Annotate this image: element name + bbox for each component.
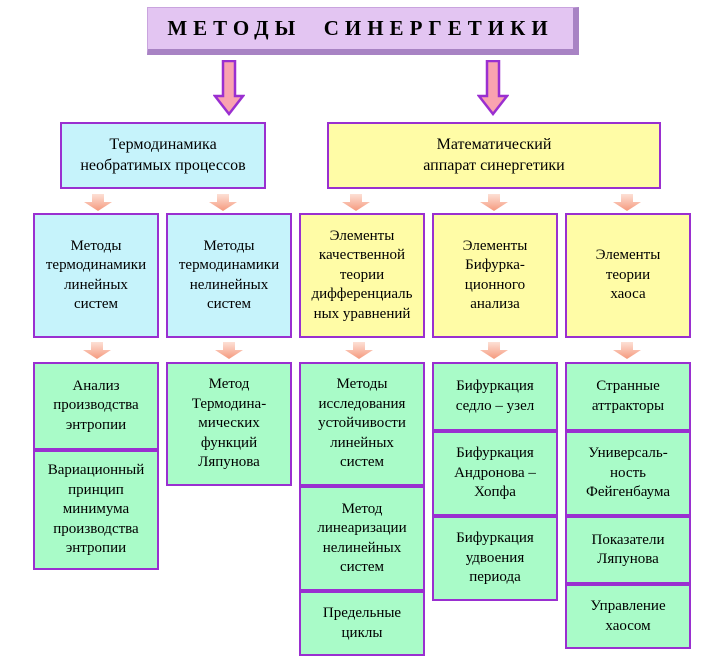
saddle-node-bifurcation-box: Бифуркация седло – узел xyxy=(432,362,558,431)
diagram-title: МЕТОДЫ СИНЕРГЕТИКИ xyxy=(147,7,579,55)
linear-thermo-methods-box: Методы термодинамики линейных систем xyxy=(33,213,159,338)
period-doubling-bifurcation-box: Бифуркация удвоения периода xyxy=(432,516,558,601)
down-arrow-icon xyxy=(613,342,641,359)
strange-attractors-label: Странные аттракторы xyxy=(591,378,665,414)
down-arrow-icon xyxy=(84,194,112,211)
variational-principle-box: Вариационный принцип минимума производст… xyxy=(33,450,159,570)
bifurcation-analysis-label: Элементы Бифурка- ционного анализа xyxy=(462,237,528,313)
diagram-title-text: МЕТОДЫ СИНЕРГЕТИКИ xyxy=(167,15,554,40)
down-arrow-icon xyxy=(83,342,111,359)
strange-attractors-box: Странные аттракторы xyxy=(565,362,691,431)
nonlinear-thermo-methods-box: Методы термодинамики нелинейных систем xyxy=(166,213,292,338)
chaos-control-box: Управление хаосом xyxy=(565,584,691,649)
limit-cycles-box: Предельные циклы xyxy=(299,591,425,656)
linearization-method-box: Метод линеаризации нелинейных систем xyxy=(299,486,425,591)
bifurcation-analysis-box: Элементы Бифурка- ционного анализа xyxy=(432,213,558,338)
diff-eq-theory-label: Элементы качественной теории дифференциа… xyxy=(311,227,413,322)
hopf-bifurcation-box: Бифуркация Андронова – Хопфа xyxy=(432,431,558,516)
down-arrow-icon xyxy=(613,194,641,211)
lyapunov-exponents-box: Показатели Ляпунова xyxy=(565,516,691,584)
math-apparatus-label: Математический аппарат синергетики xyxy=(423,135,565,174)
down-arrow-icon xyxy=(480,342,508,359)
down-arrow-icon xyxy=(342,194,370,211)
math-apparatus-box: Математический аппарат синергетики xyxy=(327,122,661,189)
down-arrow-icon xyxy=(477,60,509,116)
saddle-node-bifurcation-label: Бифуркация седло – узел xyxy=(455,378,535,414)
lyapunov-exponents-label: Показатели Ляпунова xyxy=(591,531,665,568)
thermodynamics-label: Термодинамика необратимых процессов xyxy=(80,135,246,174)
feigenbaum-universality-box: Универсаль- ность Фейгенбаума xyxy=(565,431,691,516)
chaos-theory-label: Элементы теории хаоса xyxy=(595,247,661,303)
linear-stability-methods-box: Методы исследования устойчивости линейны… xyxy=(299,362,425,486)
thermodynamics-box: Термодинамика необратимых процессов xyxy=(60,122,266,189)
linear-thermo-methods-label: Методы термодинамики линейных систем xyxy=(45,237,147,313)
nonlinear-thermo-methods-label: Методы термодинамики нелинейных систем xyxy=(178,237,280,313)
diff-eq-theory-box: Элементы качественной теории дифференциа… xyxy=(299,213,425,338)
entropy-production-analysis-box: Анализ производства энтропии xyxy=(33,362,159,450)
linear-stability-methods-label: Методы исследования устойчивости линейны… xyxy=(318,376,406,471)
chaos-theory-box: Элементы теории хаоса xyxy=(565,213,691,338)
down-arrow-icon xyxy=(480,194,508,211)
feigenbaum-universality-label: Универсаль- ность Фейгенбаума xyxy=(585,445,671,501)
hopf-bifurcation-label: Бифуркация Андронова – Хопфа xyxy=(454,445,536,501)
linearization-method-label: Метод линеаризации нелинейных систем xyxy=(317,500,407,576)
down-arrow-icon xyxy=(215,342,243,359)
down-arrow-icon xyxy=(209,194,237,211)
lyapunov-thermo-functions-box: Метод Термодина- мических функций Ляпуно… xyxy=(166,362,292,486)
entropy-production-analysis-label: Анализ производства энтропии xyxy=(53,377,139,433)
variational-principle-label: Вариационный принцип минимума производст… xyxy=(47,462,145,557)
down-arrow-icon xyxy=(345,342,373,359)
chaos-control-label: Управление хаосом xyxy=(590,598,666,634)
lyapunov-thermo-functions-label: Метод Термодина- мических функций Ляпуно… xyxy=(191,376,267,471)
period-doubling-bifurcation-label: Бифуркация удвоения периода xyxy=(456,530,534,586)
down-arrow-icon xyxy=(213,60,245,116)
limit-cycles-label: Предельные циклы xyxy=(322,605,402,641)
